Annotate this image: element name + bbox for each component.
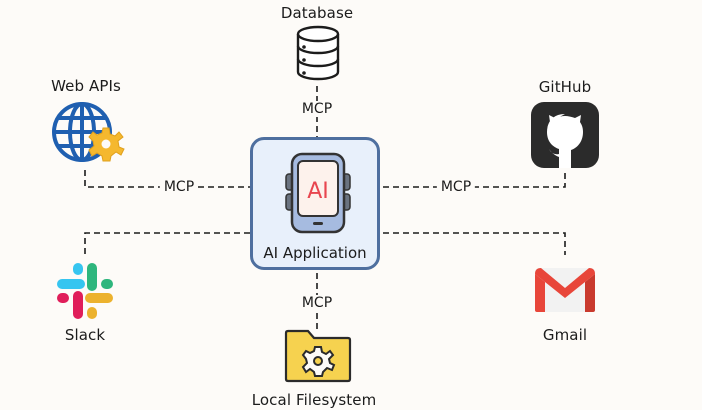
- github-label: GitHub: [538, 78, 592, 96]
- ai-icon-text: AI: [307, 179, 329, 204]
- mcp-label-web-apis: MCP: [159, 179, 199, 195]
- mcp-label-database: MCP: [297, 101, 337, 117]
- tablet-ai-icon: AI: [285, 152, 351, 234]
- database-icon: [296, 25, 340, 81]
- connector-web-apis: [84, 170, 250, 188]
- slack-icon: [57, 263, 113, 319]
- mcp-label-filesystem: MCP: [297, 295, 337, 311]
- ai-application-label: AI Application: [263, 244, 367, 262]
- folder-gear-icon: [284, 329, 352, 383]
- database-label: Database: [280, 4, 354, 22]
- globe-gear-icon: [52, 102, 125, 162]
- connector-gmail: [383, 232, 566, 255]
- web-apis-label: Web APIs: [51, 77, 121, 95]
- gmail-icon: [535, 268, 595, 312]
- gmail-label: Gmail: [542, 326, 588, 344]
- connector-slack: [84, 232, 250, 255]
- local-filesystem-label: Local Filesystem: [251, 391, 377, 409]
- ai-application-node: AI AI Application: [250, 137, 380, 270]
- mcp-label-github: MCP: [436, 179, 476, 195]
- slack-label: Slack: [64, 326, 106, 344]
- github-icon: [531, 102, 599, 168]
